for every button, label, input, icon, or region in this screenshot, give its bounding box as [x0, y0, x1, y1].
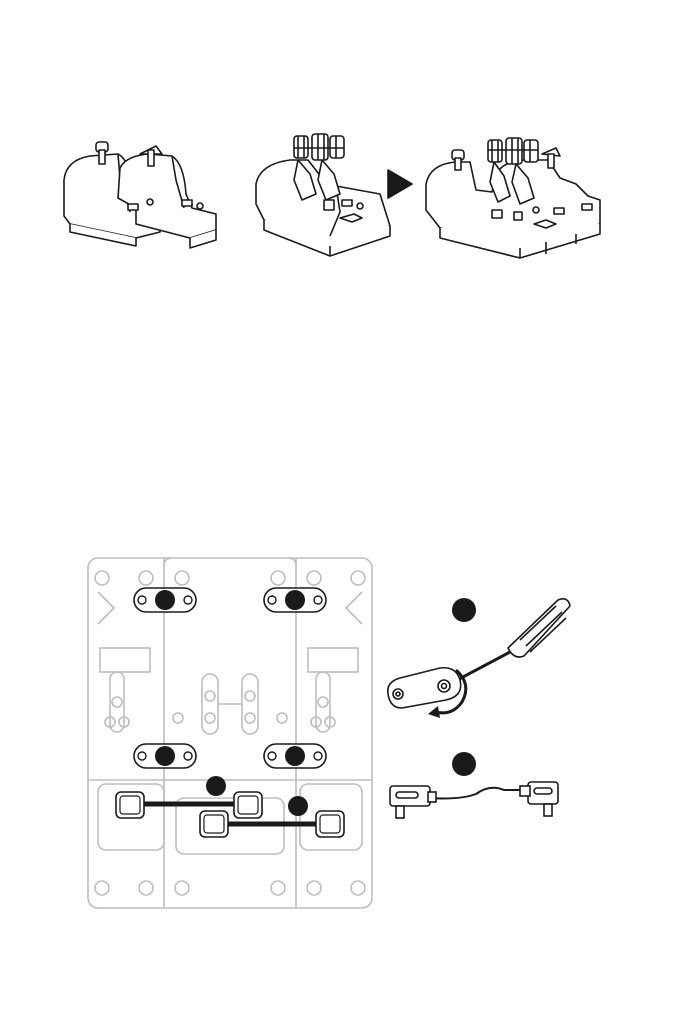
connector-cable-icon [390, 782, 558, 818]
step-marker-2 [288, 796, 308, 816]
screw-mount-bottom-right [264, 744, 326, 768]
throttle-assembly-illustration [40, 120, 650, 270]
screw-mount-top-left [134, 588, 196, 612]
dual-lever-throttle-quadrant [256, 134, 390, 256]
assembly-diagram [80, 552, 380, 914]
step-marker-4 [452, 752, 476, 776]
assembled-throttle-quadrant [426, 138, 600, 258]
tools-diagram [380, 590, 580, 830]
two-lever-throttle-modules [64, 142, 216, 248]
cable-link-upper [116, 792, 262, 818]
right-arrow-icon [388, 170, 412, 198]
mounting-bracket-icon [388, 668, 461, 708]
tools-illustration [380, 590, 580, 830]
base-plate-diagram [80, 552, 380, 914]
top-illustration [40, 120, 650, 270]
screw-mount-top-right [264, 588, 326, 612]
screw-mounts [134, 588, 326, 768]
three-section-base-plate [88, 558, 372, 908]
step-marker-1 [206, 776, 226, 796]
screw-mount-bottom-left [134, 744, 196, 768]
cable-link-lower [200, 811, 344, 837]
step-marker-3 [452, 598, 476, 622]
